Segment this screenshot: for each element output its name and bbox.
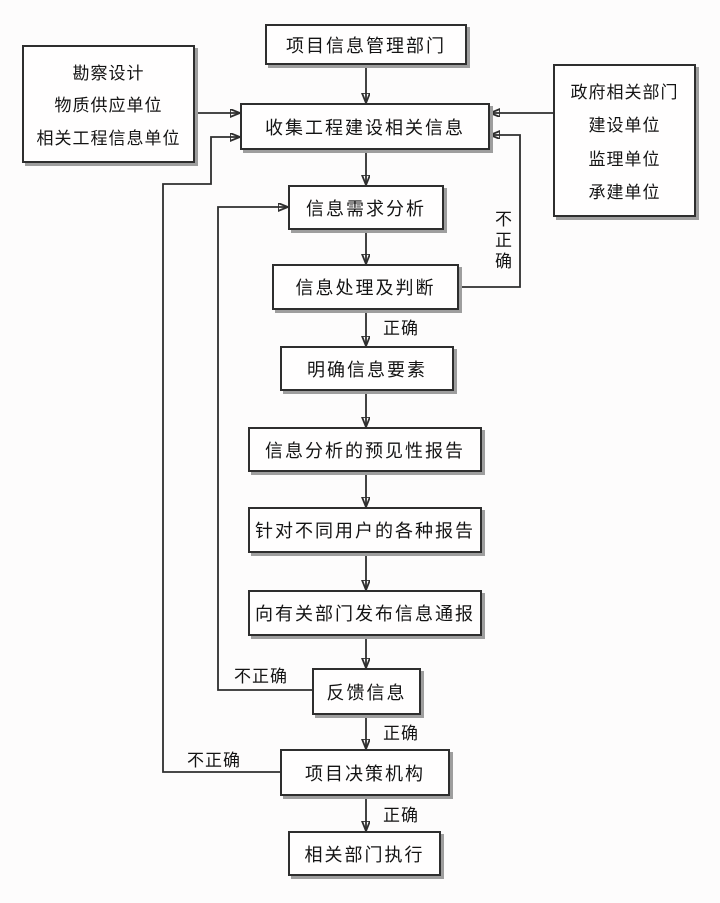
node-clarify-elements: 明确信息要素 [280, 346, 454, 391]
edge-decision-incorrect-loop [162, 137, 280, 773]
source-left-line: 勘察设计 [72, 63, 145, 83]
source-right-line: 建设单位 [588, 116, 661, 136]
source-left-line: 相关工程信息单位 [36, 129, 181, 149]
node-feedback-info: 反馈信息 [312, 668, 421, 715]
node-process-judge: 信息处理及判断 [272, 264, 459, 310]
label-incorrect-from-judge: 不正确 [492, 210, 511, 273]
node-user-reports: 针对不同用户的各种报告 [248, 507, 482, 553]
node-source-right: 政府相关部门 建设单位 监理单位 承建单位 [553, 64, 696, 217]
node-execute-dept: 相关部门执行 [288, 831, 441, 876]
node-source-left: 勘察设计 物质供应单位 相关工程信息单位 [22, 45, 195, 163]
node-predictive-report: 信息分析的预见性报告 [248, 427, 482, 472]
node-decision-body: 项目决策机构 [280, 749, 450, 796]
edge-judge-incorrect-loop [459, 135, 521, 288]
label-incorrect-from-decision: 不正确 [187, 751, 241, 770]
node-project-info-dept: 项目信息管理部门 [265, 24, 467, 65]
source-right-line: 政府相关部门 [570, 83, 679, 103]
label-correct-after-decision: 正确 [383, 806, 419, 825]
label-correct-after-judge: 正确 [383, 319, 419, 338]
node-publish-notice: 向有关部门发布信息通报 [248, 590, 482, 636]
node-demand-analysis: 信息需求分析 [288, 185, 444, 230]
edge-feedback-incorrect-loop [217, 207, 312, 691]
source-left-line: 物质供应单位 [54, 96, 163, 116]
source-right-line: 监理单位 [588, 149, 661, 169]
source-right-line: 承建单位 [588, 182, 661, 202]
label-correct-after-feedback: 正确 [383, 724, 419, 743]
label-incorrect-from-feedback: 不正确 [234, 667, 288, 686]
node-collect-info: 收集工程建设相关信息 [240, 103, 490, 150]
